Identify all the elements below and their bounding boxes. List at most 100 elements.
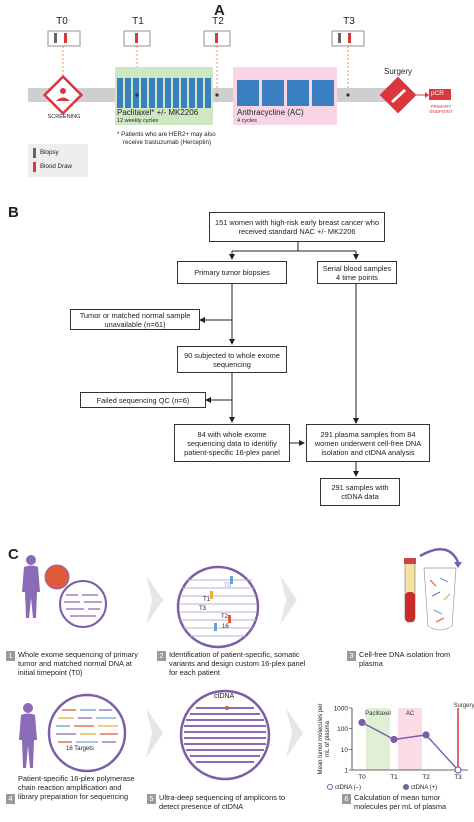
y-tick-label-2: 10 (341, 747, 349, 754)
data-point-t2 (422, 731, 430, 739)
step-3-number: 3 (347, 651, 356, 661)
footnote-line2: receive trastuzumab (Herceptin) (123, 139, 212, 146)
ac-label: Anthracycline (AC) (237, 108, 304, 117)
flow-box-plasma: 291 plasma samples from 84 women underwe… (306, 424, 430, 462)
ac-cycle-bars (237, 80, 334, 106)
y-tick-label-0: 1000 (334, 706, 349, 713)
transfer-arrow (419, 548, 460, 563)
ctdna-chart: Paclitaxel AC Surgery 1000 100 10 1T0 T1 T2 T3 Mea… (318, 703, 474, 791)
ctdna-label: ctDNA (214, 693, 235, 700)
y-tick-label-1: 100 (337, 726, 348, 733)
step-5-text: Ultra-deep sequencing of amplicons to de… (159, 793, 286, 811)
legend-label-positive: ctDNA (+) (411, 785, 437, 791)
variant-panel-circle (176, 565, 260, 649)
pcr-label: pCR (431, 90, 445, 97)
biopsy-icon (33, 148, 36, 158)
timepoint-t2-label: T2 (212, 16, 224, 27)
circle-label-t0: T0 (224, 583, 232, 589)
panel-b-flow-arrows (199, 242, 359, 477)
t2-sample-icons (203, 30, 231, 47)
data-point-t1 (390, 735, 398, 744)
primary-endpoint-label: PRIMARY ENDPOINT (429, 104, 453, 114)
flow-box-primary-biopsies: Primary tumor biopsies (177, 261, 287, 284)
step-4-number: 4 (6, 794, 15, 804)
t0-sample-icons (47, 30, 81, 47)
paclitaxel-label: Paclitaxel* +/- MK2206 (117, 108, 199, 117)
region-label-0: Paclitaxel (365, 711, 391, 717)
flow-box-unavailable: Tumor or matched normal sample unavailab… (70, 309, 200, 330)
patient-figure-2 (19, 703, 37, 768)
surgery-icon (379, 76, 417, 114)
cfdna-tube-icon (423, 567, 457, 631)
screening-icon (42, 74, 84, 116)
ac-cycles: 4 cycles (237, 118, 257, 124)
flow-box-enrolled: 151 women with high-risk early breast ca… (209, 212, 385, 242)
flow-box-failed-qc: Failed sequencing QC (n=6) (80, 392, 206, 408)
sequencing-circle-1 (59, 580, 107, 628)
y-axis-label: Mean tumor molecules permL of plasma (318, 703, 331, 774)
paclitaxel-cycle-bars (117, 78, 211, 108)
circle-label-t1: T1 (203, 597, 211, 603)
timepoint-t3-label: T3 (343, 16, 355, 27)
x-tick-label-t0: T0 (358, 774, 366, 781)
x-tick-label-t3: T3 (454, 774, 462, 781)
screening-label: SCREENING (47, 114, 81, 120)
step-arrow-2 (280, 575, 297, 625)
targets-circle (47, 693, 127, 773)
t3-sample-icons (331, 30, 365, 47)
step-arrow-4 (286, 708, 303, 758)
step-4-text: Patient-specific 16-plex polymerase chai… (18, 774, 135, 801)
step-2-text: Identification of patient-specific, soma… (169, 650, 306, 677)
step-6-number: 6 (342, 794, 351, 804)
legend-marker-positive (403, 784, 409, 790)
panel-b-letter: B (8, 204, 19, 221)
step-3-text: Cell-free DNA isolation from plasma (359, 650, 451, 668)
legend-label-negative: ctDNA (–) (335, 785, 361, 791)
ctdna-series-line (361, 721, 459, 771)
timepoint-t1-label: T1 (132, 16, 144, 27)
data-point-t0 (358, 718, 366, 727)
x-tick-label-t2: T2 (422, 774, 430, 781)
y-tick-label-3: 1 (344, 768, 348, 775)
panel-a-graphic (28, 30, 451, 177)
timepoint-t0-label: T0 (56, 16, 68, 27)
patient-figure-1 (22, 555, 40, 618)
step-arrow-3 (146, 708, 163, 758)
blood-draw-icon (33, 162, 36, 172)
deep-sequencing-circle (179, 689, 271, 781)
blood-tube-icon (404, 558, 416, 623)
legend-marker-negative (327, 784, 333, 790)
data-point-t3 (454, 766, 462, 774)
step-2-number: 2 (157, 651, 166, 661)
legend-biopsy-label: Biopsy (40, 149, 59, 156)
circle-label-t2: T2 (221, 614, 229, 620)
legend-blood-label: Blood Draw (40, 163, 72, 170)
x-tick-label-t1: T1 (390, 774, 398, 781)
flow-box-serial-blood: Serial blood samples 4 time points (317, 261, 397, 284)
t1-sample-icons (123, 30, 151, 47)
step-1-text: Whole exome sequencing of primary tumor … (18, 650, 138, 677)
step-1-number: 1 (6, 651, 15, 661)
surgery-label: Surgery (453, 703, 474, 709)
shaded-region-0 (366, 708, 390, 770)
panel-c-graphic (19, 548, 462, 781)
panel-c-letter: C (8, 546, 19, 563)
flow-box-with-wes: 84 with whole exome sequencing data to i… (174, 424, 290, 462)
paclitaxel-region (115, 67, 213, 125)
paclitaxel-cycles: 12 weekly cycles (117, 118, 159, 124)
surgery-label: Surgery (384, 67, 413, 76)
circle-label-t3: T3 (199, 606, 207, 612)
step-5-number: 5 (147, 794, 156, 804)
footnote-line1: * Patients who are HER2+ may also (117, 131, 216, 138)
circle-label-16: 16 (222, 624, 229, 630)
step-arrow-1 (146, 575, 163, 625)
panel-a-letter: A (214, 2, 225, 19)
tumor-icon (44, 564, 70, 590)
region-label-1: AC (406, 711, 415, 717)
legend-box (28, 144, 88, 177)
targets-label: 16 Targets (66, 746, 94, 752)
step-6-text: Calculation of mean tumor molecules per … (354, 793, 447, 811)
flow-box-samples: 291 samples with ctDNA data (320, 478, 400, 506)
flow-box-wes-subjected: 90 subjected to whole exome sequencing (177, 346, 287, 373)
pcr-badge (429, 89, 451, 100)
